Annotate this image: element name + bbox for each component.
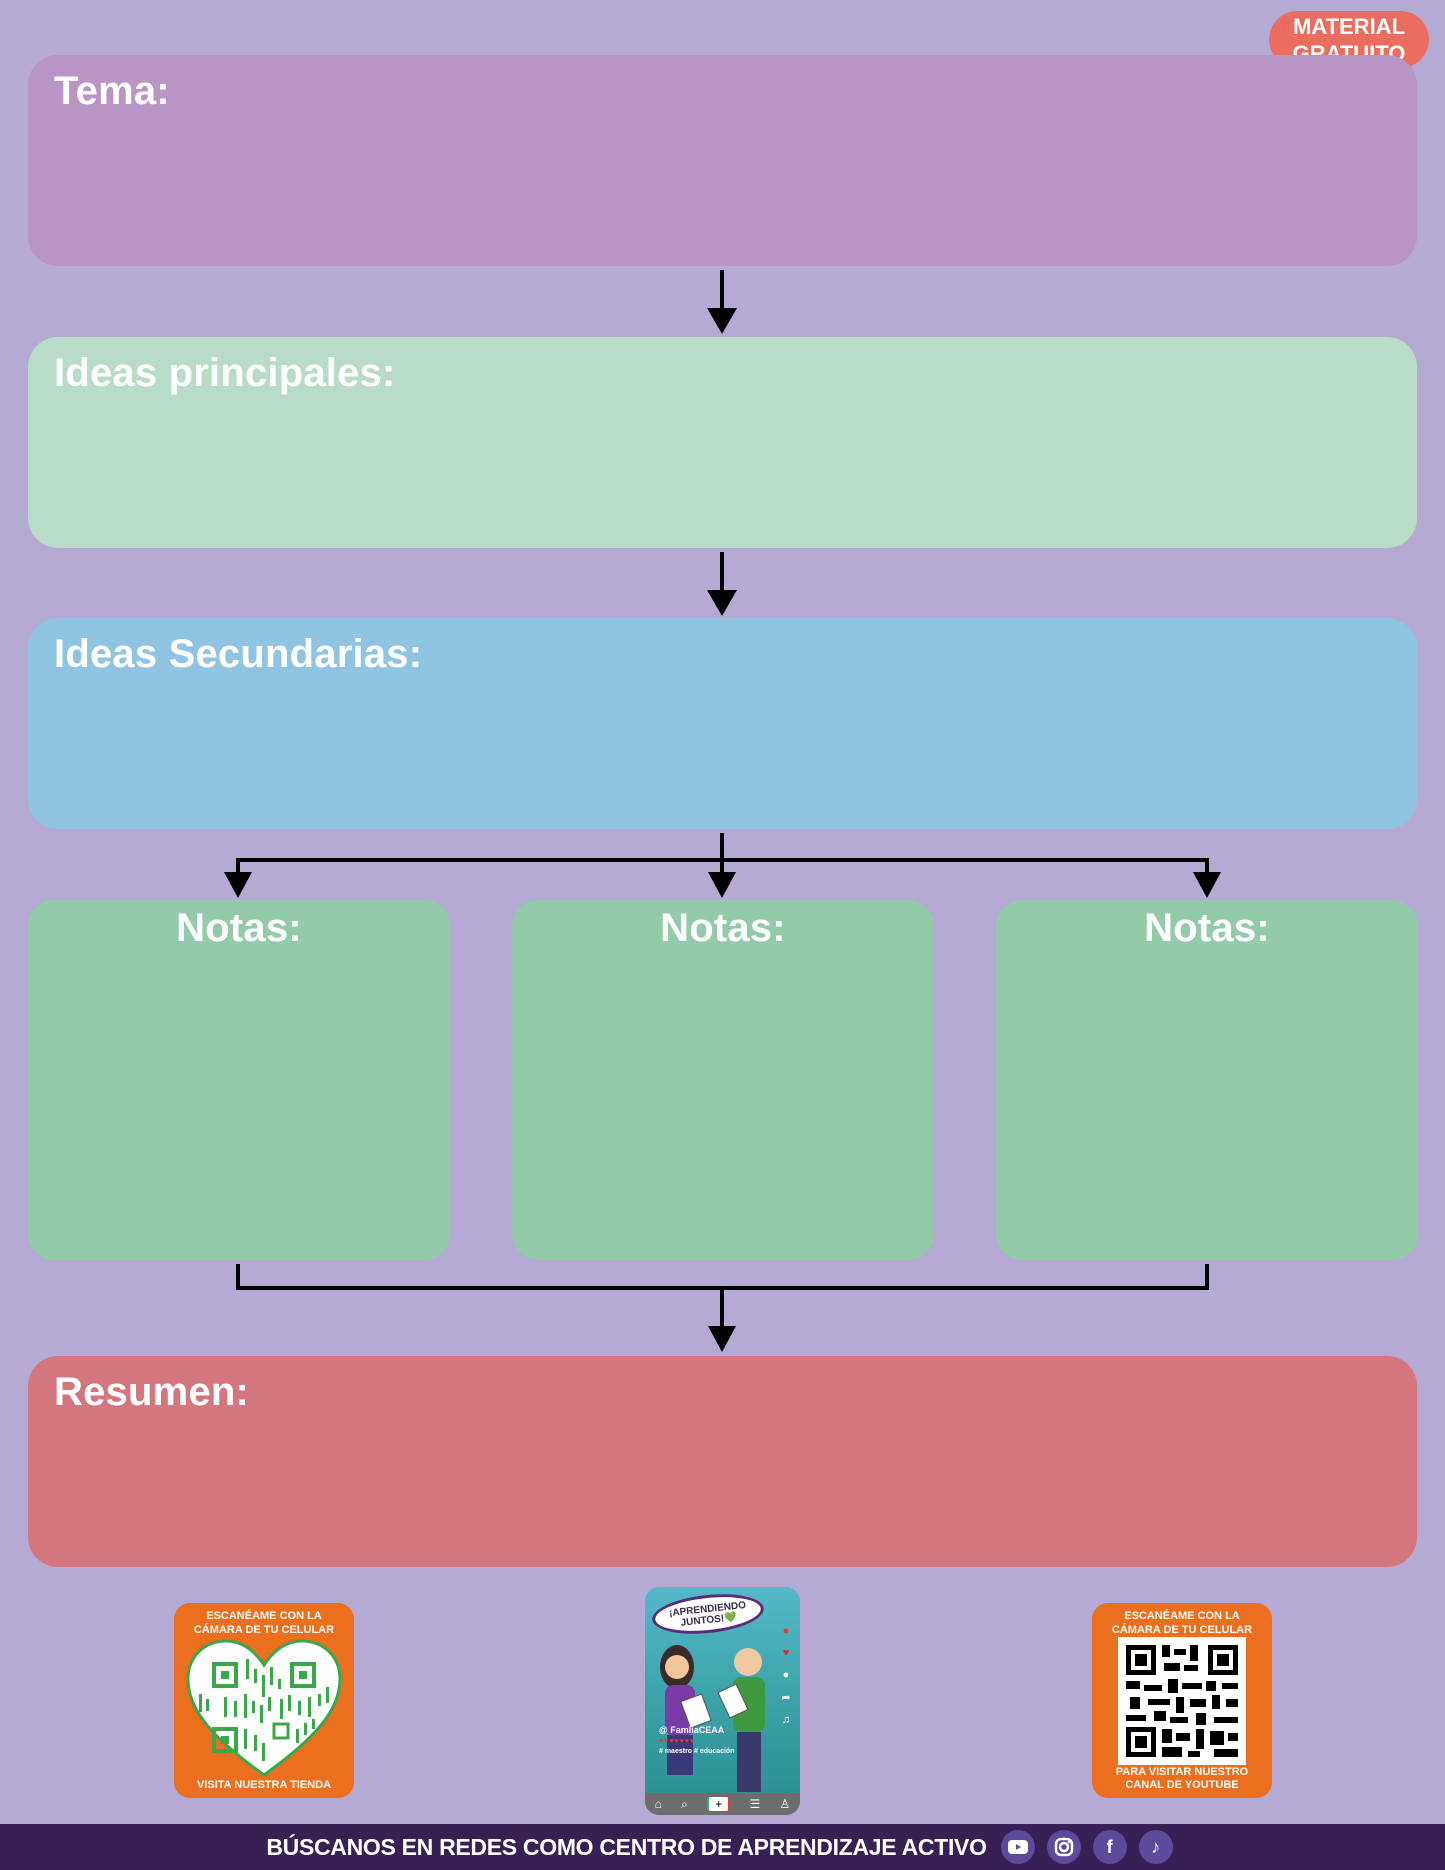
inbox-icon: ☰ bbox=[749, 1797, 761, 1811]
profile-icon: ♙ bbox=[779, 1797, 791, 1811]
heart-qr-icon bbox=[186, 1639, 342, 1777]
ideas-principales-box[interactable]: Ideas principales: bbox=[28, 337, 1417, 548]
notas-box-2[interactable]: Notas: bbox=[512, 900, 934, 1260]
notas-box-1[interactable]: Notas: bbox=[28, 900, 450, 1260]
youtube-icon[interactable] bbox=[1000, 1830, 1035, 1864]
arrowhead-secundarias bbox=[707, 590, 737, 616]
ideas-principales-title: Ideas principales: bbox=[54, 351, 396, 395]
store-qr-top-line-2: CÁMARA DE TU CELULAR bbox=[193, 1624, 335, 1636]
instagram-icon[interactable] bbox=[1046, 1830, 1081, 1864]
tema-box[interactable]: Tema: bbox=[28, 55, 1417, 266]
youtube-qr-card[interactable]: ESCANÉAME CON LA CÁMARA DE TU CELULAR PA… bbox=[1092, 1603, 1272, 1798]
youtube-qr-bottom-text: PARA VISITAR NUESTRO CANAL DE YOUTUBE bbox=[1092, 1766, 1272, 1792]
ideas-secundarias-title: Ideas Secundarias: bbox=[54, 632, 423, 676]
tema-title: Tema: bbox=[54, 69, 170, 113]
qr-code-icon bbox=[1118, 1637, 1246, 1765]
footer-bar: BÚSCANOS EN REDES COMO CENTRO DE APRENDI… bbox=[0, 1824, 1445, 1870]
arrowhead-notas-3 bbox=[1193, 872, 1221, 898]
youtube-qr-bottom-line-2: CANAL DE YOUTUBE bbox=[1125, 1779, 1239, 1791]
badge-line-1: MATERIAL bbox=[1292, 14, 1406, 39]
resumen-box[interactable]: Resumen: bbox=[28, 1356, 1417, 1567]
notas-title-3: Notas: bbox=[1144, 906, 1270, 950]
add-icon: + bbox=[707, 1797, 731, 1811]
teachers-illustration bbox=[660, 1645, 765, 1792]
home-icon: ⌂ bbox=[654, 1797, 662, 1811]
hearts-row: ♥♥♥♥♥♥♥ bbox=[659, 1738, 696, 1745]
branch-horizontal-line bbox=[236, 858, 1209, 872]
arrowhead-notas-2 bbox=[708, 872, 736, 898]
phone-navbar: ⌂ ⌕ + ☰ ♙ bbox=[645, 1793, 800, 1815]
store-qr-top-text: ESCANÉAME CON LA CÁMARA DE TU CELULAR bbox=[174, 1609, 354, 1637]
merge-line bbox=[236, 1264, 1209, 1290]
facebook-icon[interactable]: f bbox=[1092, 1830, 1127, 1864]
avatar-icon: ● bbox=[782, 1625, 790, 1637]
notas-title-2: Notas: bbox=[660, 906, 786, 950]
notas-title-1: Notas: bbox=[176, 906, 302, 950]
tiktok-icon[interactable]: ♪ bbox=[1138, 1830, 1173, 1864]
youtube-qr-top-line-1: ESCANÉAME CON LA bbox=[1124, 1610, 1240, 1622]
ideas-secundarias-box[interactable]: Ideas Secundarias: bbox=[28, 618, 1417, 829]
arrowhead-ideas bbox=[707, 308, 737, 334]
youtube-qr-bottom-line-1: PARA VISITAR NUESTRO bbox=[1115, 1766, 1249, 1778]
notas-box-3[interactable]: Notas: bbox=[996, 900, 1418, 1260]
share-icon: ➦ bbox=[781, 1692, 791, 1704]
youtube-qr-top-text: ESCANÉAME CON LA CÁMARA DE TU CELULAR bbox=[1092, 1609, 1272, 1637]
store-qr-card[interactable]: ESCANÉAME CON LA CÁMARA DE TU CELULAR VI… bbox=[174, 1603, 354, 1798]
hashtags: # maestro # educación bbox=[659, 1748, 735, 1755]
comment-icon: ● bbox=[782, 1669, 790, 1681]
search-icon: ⌕ bbox=[681, 1796, 688, 1811]
footer-text: BÚSCANOS EN REDES COMO CENTRO DE APRENDI… bbox=[266, 1833, 987, 1860]
resumen-title: Resumen: bbox=[54, 1370, 249, 1414]
store-qr-bottom-text: VISITA NUESTRA TIENDA bbox=[196, 1779, 332, 1791]
arrowhead-resumen bbox=[708, 1326, 736, 1352]
social-promo-phone-image: ¡APRENDIENDO JUNTOS!💚 ● ♥ ● ➦ ♫ @ Famlia… bbox=[645, 1587, 800, 1815]
social-handle: @ FamliaCEAA bbox=[659, 1725, 725, 1735]
store-qr-top-line-1: ESCANÉAME CON LA bbox=[206, 1610, 322, 1622]
arrowhead-notas-1 bbox=[224, 872, 252, 898]
social-side-actions: ● ♥ ● ➦ ♫ bbox=[778, 1625, 794, 1726]
like-heart-icon: ♥ bbox=[782, 1647, 790, 1659]
youtube-qr-top-line-2: CÁMARA DE TU CELULAR bbox=[1111, 1624, 1253, 1636]
music-icon: ♫ bbox=[781, 1714, 791, 1726]
